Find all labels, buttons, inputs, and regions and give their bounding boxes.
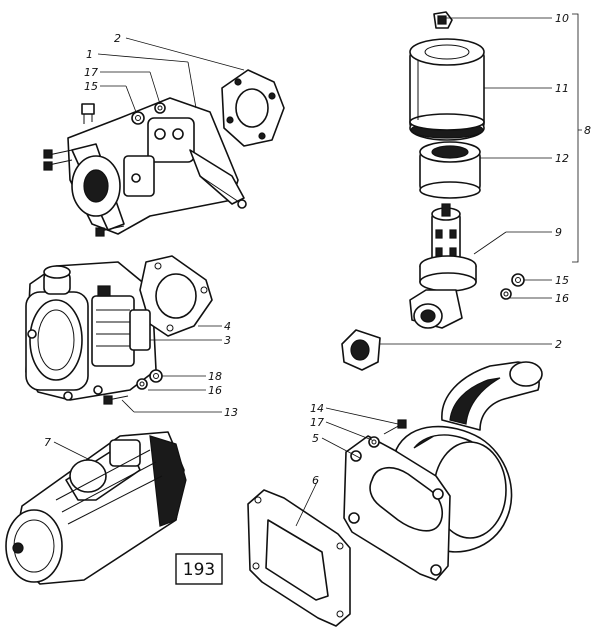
label-1: 1 [86, 48, 93, 61]
label-17-top: 17 [84, 66, 98, 79]
label-3: 3 [224, 334, 231, 347]
label-18: 18 [208, 370, 222, 383]
label-17-bottom: 17 [310, 416, 324, 429]
label-7: 7 [44, 436, 51, 449]
group-bracket [572, 13, 582, 263]
label-6: 6 [312, 474, 319, 487]
label-15-right: 15 [555, 274, 569, 287]
filter-assembly [341, 11, 582, 371]
label-9: 9 [555, 226, 562, 239]
figure-number-box: 193 [175, 553, 223, 585]
label-16-mid: 16 [208, 384, 222, 397]
label-2-top: 2 [114, 32, 121, 45]
part-labels: 2 1 17 15 4 3 18 16 13 7 10 11 8 12 9 15… [44, 12, 591, 487]
nut-part [131, 111, 145, 125]
housing-assembly [25, 255, 213, 405]
label-11: 11 [555, 82, 569, 95]
leader-lines [53, 17, 552, 527]
intake-elbow-assembly [247, 361, 543, 627]
label-13: 13 [224, 406, 238, 419]
washer-16-part [136, 378, 148, 390]
label-5: 5 [312, 432, 319, 445]
carburetor-assembly [43, 69, 285, 237]
washer-18-part [149, 369, 163, 383]
label-4: 4 [224, 320, 231, 333]
washer-part [154, 102, 166, 114]
figure-number: 193 [183, 560, 215, 580]
label-15-top: 15 [84, 80, 98, 93]
label-12: 12 [555, 152, 569, 165]
label-2-right: 2 [555, 338, 562, 351]
gasket-bore [235, 88, 269, 128]
label-10: 10 [555, 12, 569, 25]
starter-motor-assembly [5, 431, 187, 585]
label-16-right: 16 [555, 292, 569, 305]
label-8: 8 [584, 124, 591, 137]
label-14: 14 [310, 402, 324, 415]
